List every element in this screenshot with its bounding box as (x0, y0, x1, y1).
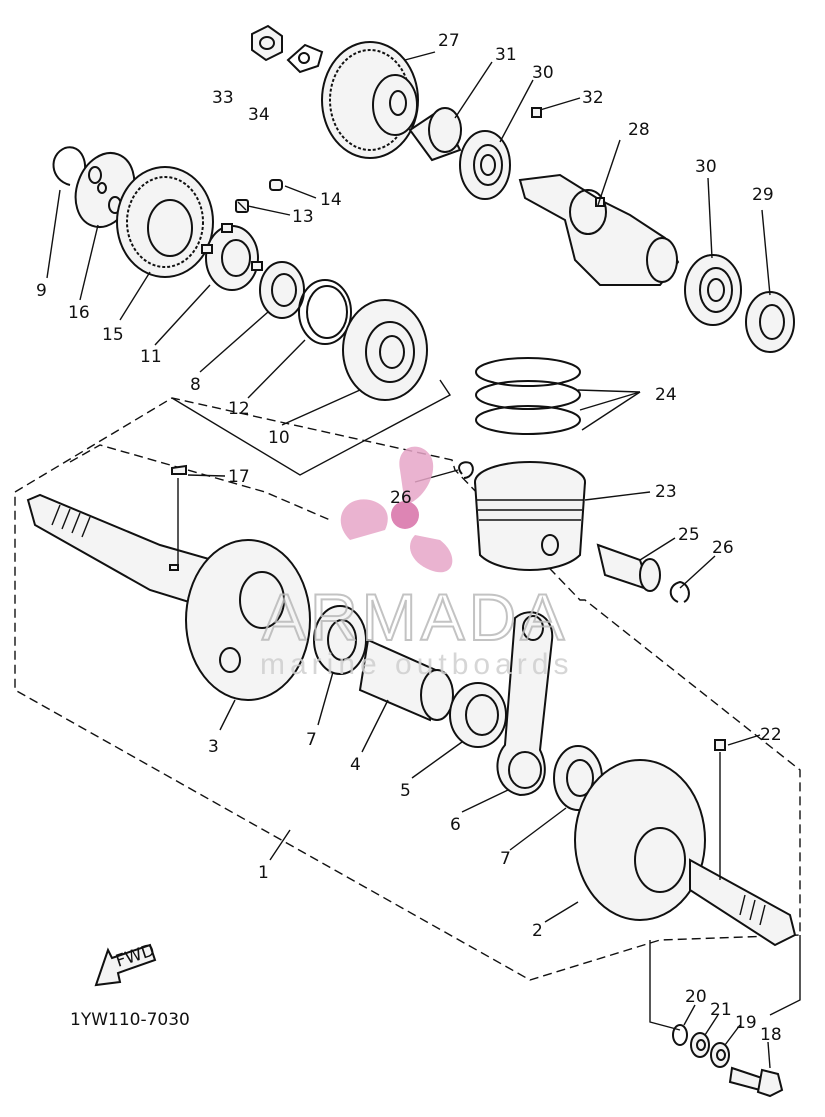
callout-labels: 27 31 30 32 33 34 28 14 13 30 29 9 16 15… (36, 31, 782, 1045)
callout-17: 17 (228, 467, 250, 487)
callout-15: 15 (102, 325, 124, 345)
needle-bearing-5 (449, 682, 507, 748)
callout-30-lower: 30 (695, 157, 717, 177)
fwd-arrow-icon: FWD (94, 940, 157, 987)
callout-7-left: 7 (306, 730, 317, 750)
propeller-icon (340, 446, 453, 573)
callout-26-upper: 26 (390, 488, 412, 508)
washer-8 (259, 261, 305, 319)
callout-19: 19 (735, 1013, 757, 1033)
collar-31 (408, 107, 462, 162)
bearing-30-upper (459, 130, 511, 200)
circlip-26-lower (669, 580, 690, 603)
key-22 (714, 739, 726, 751)
callout-13: 13 (292, 207, 314, 227)
balancer-shaft-28 (518, 173, 680, 286)
o-ring-20 (672, 1024, 688, 1046)
bolt-18 (728, 1066, 784, 1098)
callout-34: 34 (248, 105, 270, 125)
callout-30-upper: 30 (532, 63, 554, 83)
callout-14: 14 (320, 190, 342, 210)
circlip-26-upper (458, 461, 474, 479)
watermark-logo: ARMADA marine outboards (260, 446, 573, 681)
crank-web-3 (185, 539, 311, 701)
callout-24: 24 (655, 385, 677, 405)
callout-27: 27 (438, 31, 460, 51)
connecting-rod-6 (496, 611, 554, 797)
washer-19 (710, 1042, 730, 1068)
piston-rings-24 (475, 357, 581, 435)
callout-28: 28 (628, 120, 650, 140)
piston-23 (474, 461, 586, 571)
diagram-code: 1YW110-7030 (70, 1010, 190, 1030)
pin-14 (269, 179, 283, 191)
callout-5: 5 (400, 781, 411, 801)
watermark-brand: ARMADA (262, 580, 568, 654)
bearing-10 (342, 299, 428, 401)
leader-lines (46, 51, 771, 1069)
nut-33 (251, 24, 283, 62)
callout-29: 29 (752, 185, 774, 205)
piston-pin-25 (596, 543, 661, 592)
callout-23: 23 (655, 482, 677, 502)
washer-21 (690, 1032, 710, 1058)
callout-8: 8 (190, 375, 201, 395)
washer-7-left (313, 605, 367, 675)
callout-2: 2 (532, 921, 543, 941)
callout-33: 33 (212, 88, 234, 108)
callout-1: 1 (258, 863, 269, 883)
callout-25: 25 (678, 525, 700, 545)
shim-12 (298, 279, 352, 345)
callout-12: 12 (228, 399, 250, 419)
watermark-tagline: marine outboards (260, 648, 573, 681)
gear-15 (116, 166, 214, 278)
callout-11: 11 (140, 347, 162, 367)
callout-32: 32 (582, 88, 604, 108)
callout-16: 16 (68, 303, 90, 323)
crank-pin-4 (358, 638, 454, 722)
bearing-30-lower (684, 254, 742, 326)
callout-3: 3 (208, 737, 219, 757)
hub-11 (201, 223, 263, 291)
bearing-29 (745, 291, 795, 353)
callout-9: 9 (36, 281, 47, 301)
callout-7-right: 7 (500, 849, 511, 869)
key-32 (531, 107, 542, 118)
circlip-9 (52, 146, 87, 186)
callout-20: 20 (685, 987, 707, 1007)
crank-web-2 (574, 759, 797, 947)
callout-26-lower: 26 (712, 538, 734, 558)
callout-21: 21 (710, 1000, 732, 1020)
callout-10: 10 (268, 428, 290, 448)
callout-18: 18 (760, 1025, 782, 1045)
key-17 (171, 464, 187, 475)
callout-31: 31 (495, 45, 517, 65)
group-frame-bolt-kit (649, 935, 801, 1031)
spring-13 (235, 199, 249, 213)
gear-27 (321, 41, 419, 159)
callout-4: 4 (350, 755, 361, 775)
group-frame-balancer (171, 379, 452, 476)
callout-22: 22 (760, 725, 782, 745)
lock-washer-34 (286, 43, 324, 74)
callout-6: 6 (450, 815, 461, 835)
